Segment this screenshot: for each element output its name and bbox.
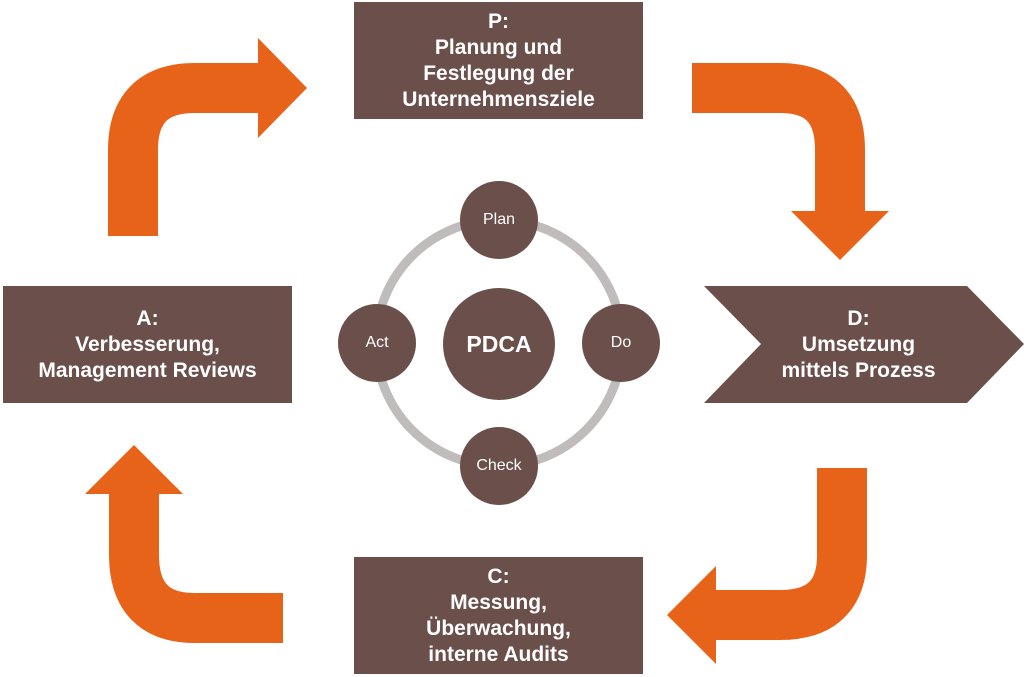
check-box-line1: Messung, xyxy=(450,590,547,614)
arrow-up-right-icon xyxy=(108,38,307,236)
cycle-do-node: Do xyxy=(582,304,660,382)
check-box-line3: interne Audits xyxy=(428,642,569,666)
do-box-line1: Umsetzung xyxy=(801,332,916,356)
cycle-center-node: PDCA xyxy=(443,288,555,400)
check-box-letter: C: xyxy=(487,564,510,588)
do-box: D: Umsetzung mittels Prozess xyxy=(736,286,981,403)
check-box-line2: Überwachung, xyxy=(426,616,571,640)
arrow-left-up-icon xyxy=(85,445,283,643)
plan-box-line3: Unternehmensziele xyxy=(402,87,595,111)
act-box-line1: Verbesserung, xyxy=(75,332,220,356)
d-box-shape xyxy=(704,286,1024,403)
cycle-check-node: Check xyxy=(460,427,538,505)
cycle-plan-node: Plan xyxy=(460,181,538,259)
arrow-right-down-icon xyxy=(692,63,889,260)
do-box-letter: D: xyxy=(847,306,870,330)
plan-box: P: Planung und Festlegung der Unternehme… xyxy=(354,2,643,119)
do-box-line2: mittels Prozess xyxy=(781,358,936,382)
arrow-down-left-icon xyxy=(667,468,867,664)
plan-box-line1: Planung und xyxy=(434,35,563,59)
act-box-line2: Management Reviews xyxy=(38,358,257,382)
plan-box-letter: P: xyxy=(488,9,509,33)
cycle-act-node: Act xyxy=(338,304,416,382)
act-box: A: Verbesserung, Management Reviews xyxy=(3,286,292,403)
act-box-letter: A: xyxy=(136,306,159,330)
plan-box-line2: Festlegung der xyxy=(423,61,574,85)
check-box: C: Messung, Überwachung, interne Audits xyxy=(354,557,643,674)
